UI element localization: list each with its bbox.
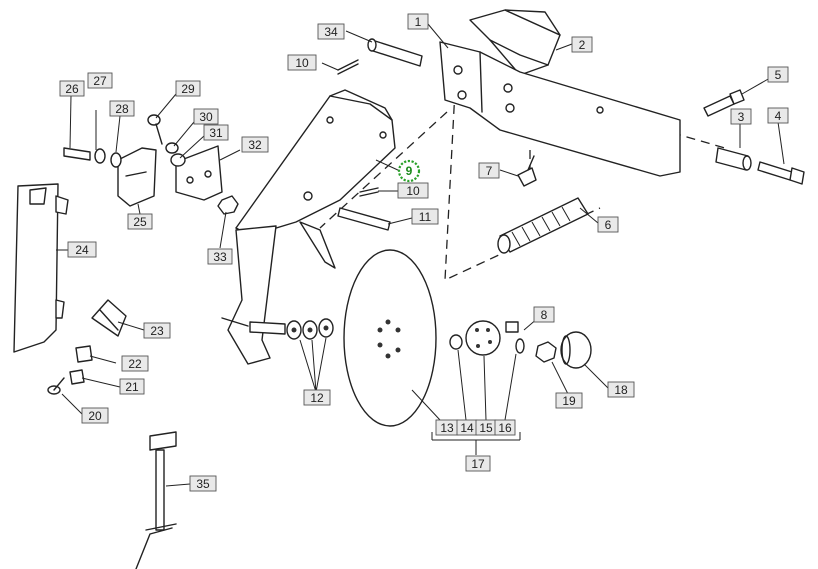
part-24-handle [13,183,69,353]
svg-text:15: 15 [479,421,493,435]
svg-text:2: 2 [579,38,586,52]
callout-17[interactable]: 17 [465,455,491,472]
svg-text:35: 35 [196,477,210,491]
part-25-plate [117,147,157,207]
svg-text:21: 21 [125,380,139,394]
callout-18[interactable]: 18 [607,381,635,398]
callout-5[interactable]: 5 [767,66,789,83]
callout-9-highlighted[interactable]: 9 [397,159,421,183]
svg-text:8: 8 [541,308,548,322]
callout-19[interactable]: 19 [555,392,583,409]
svg-text:6: 6 [605,218,612,232]
part-32-bracket [175,145,223,201]
svg-text:23: 23 [150,324,164,338]
part-7-bolt [517,155,537,187]
svg-text:16: 16 [498,421,512,435]
svg-text:17: 17 [471,457,485,471]
svg-text:5: 5 [775,68,782,82]
part-4-bolt [757,161,805,185]
callout-20[interactable]: 20 [81,407,109,424]
part-1-frame-plate [439,41,681,177]
callout-30[interactable]: 30 [193,108,219,125]
part-3-bushing [715,147,752,171]
hub-parts [449,320,525,356]
part-12-washers [249,318,334,340]
part-2-top-bracket [469,9,561,76]
callout-23[interactable]: 23 [143,322,171,339]
callout-33[interactable]: 33 [207,248,233,265]
callout-15[interactable]: 15 [475,419,497,436]
callout-24[interactable]: 24 [67,241,97,258]
svg-text:12: 12 [310,391,324,405]
svg-text:28: 28 [115,102,129,116]
callout-3[interactable]: 3 [730,108,752,125]
callout-26[interactable]: 26 [59,80,85,97]
callout-29[interactable]: 29 [175,80,201,97]
callout-27[interactable]: 27 [87,72,113,89]
part-33-nut [217,195,239,215]
part-35-stand [135,431,177,569]
svg-text:10: 10 [406,184,420,198]
callout-14[interactable]: 14 [456,419,478,436]
callout-6[interactable]: 6 [597,216,619,233]
svg-text:20: 20 [88,409,102,423]
callout-28[interactable]: 28 [109,100,135,117]
callout-13[interactable]: 13 [435,419,459,436]
callout-21[interactable]: 21 [119,378,145,395]
svg-text:11: 11 [419,210,432,224]
part-18-cap [560,331,592,369]
part-9-arm [221,89,396,365]
svg-text:24: 24 [75,243,89,257]
callout-2[interactable]: 2 [571,36,593,53]
callout-8[interactable]: 8 [533,306,555,323]
svg-text:13: 13 [440,421,454,435]
callout-16[interactable]: 16 [494,419,516,436]
callout-34[interactable]: 34 [317,23,345,40]
callout-labels: 1 2 3 4 5 6 7 8 10 10 11 12 13 14 15 16 … [59,13,789,492]
callout-4[interactable]: 4 [767,107,789,124]
svg-text:31: 31 [209,126,223,140]
callout-22[interactable]: 22 [121,355,149,372]
part-19-nut [535,341,557,363]
part-5-bolt [703,89,745,117]
callout-10-top[interactable]: 10 [287,54,317,71]
part-drawings [13,9,805,569]
parts-20-22-fasteners [47,345,93,395]
callout-35[interactable]: 35 [189,475,217,492]
disc-blade [343,249,437,427]
svg-text:26: 26 [65,82,79,96]
callout-31[interactable]: 31 [203,124,229,141]
svg-text:7: 7 [486,164,493,178]
svg-text:22: 22 [128,357,142,371]
part-23-clip [91,299,127,337]
part-11-shaft [337,207,391,231]
callout-32[interactable]: 32 [241,136,269,153]
svg-text:10: 10 [295,56,309,70]
svg-text:34: 34 [324,25,338,39]
leader-lines [56,23,785,487]
callout-12[interactable]: 12 [303,389,331,406]
svg-text:30: 30 [199,110,213,124]
part-34-pin [367,38,423,67]
svg-text:9: 9 [406,164,413,178]
callout-10-arm[interactable]: 10 [397,182,429,199]
svg-text:19: 19 [562,394,576,408]
svg-text:4: 4 [775,109,782,123]
svg-text:27: 27 [93,74,107,88]
svg-text:33: 33 [213,250,227,264]
callout-1[interactable]: 1 [407,13,429,30]
part-6-spring [497,197,589,254]
callout-11[interactable]: 11 [411,208,439,225]
svg-text:14: 14 [460,421,474,435]
svg-text:18: 18 [614,383,628,397]
svg-text:1: 1 [415,15,422,29]
callout-25[interactable]: 25 [127,213,153,230]
callout-7[interactable]: 7 [478,162,500,179]
svg-text:25: 25 [133,215,147,229]
svg-text:3: 3 [738,110,745,124]
part-10-cotter-pins [337,59,379,197]
svg-text:29: 29 [181,82,195,96]
svg-text:32: 32 [248,138,262,152]
